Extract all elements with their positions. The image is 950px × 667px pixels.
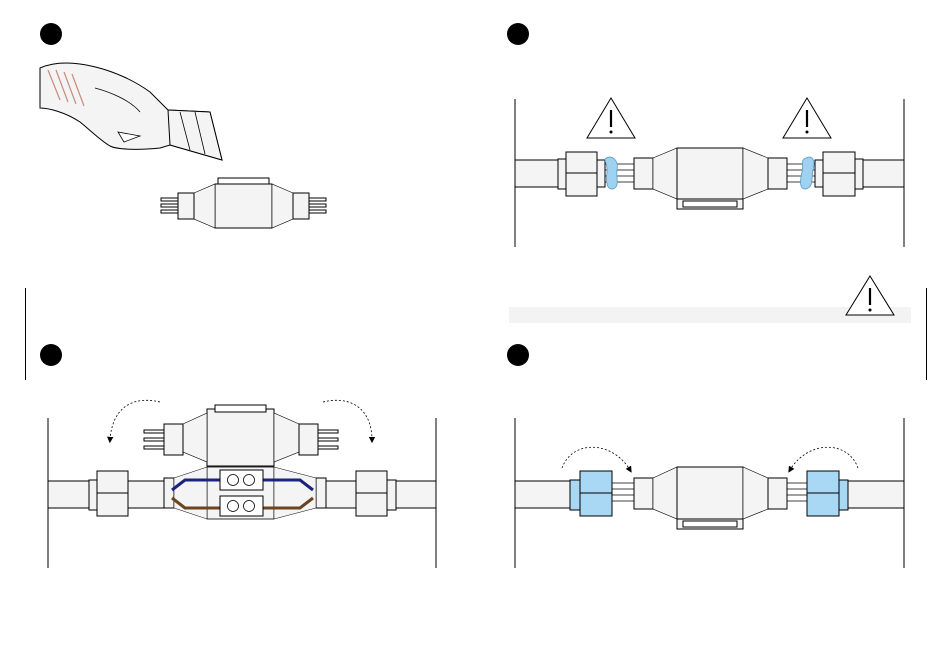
curved-dashed-arrow-icon	[562, 447, 630, 470]
sealant-blob-left	[605, 157, 617, 189]
sealant-blob-right	[801, 157, 814, 189]
warning-triangle-icon	[846, 276, 894, 315]
connector-closed	[161, 178, 326, 228]
curved-dashed-arrow-icon	[110, 400, 160, 440]
warning-triangle-icon	[783, 98, 831, 138]
curved-dashed-arrow-icon	[323, 400, 372, 440]
panel-3-top-connector	[144, 405, 338, 466]
panel-2-assembly	[515, 148, 904, 209]
panel-4-assembly	[515, 467, 904, 529]
cutter-knife-icon	[40, 63, 222, 160]
curved-dashed-arrow-icon	[790, 447, 858, 470]
warning-triangle-icon	[587, 98, 635, 138]
